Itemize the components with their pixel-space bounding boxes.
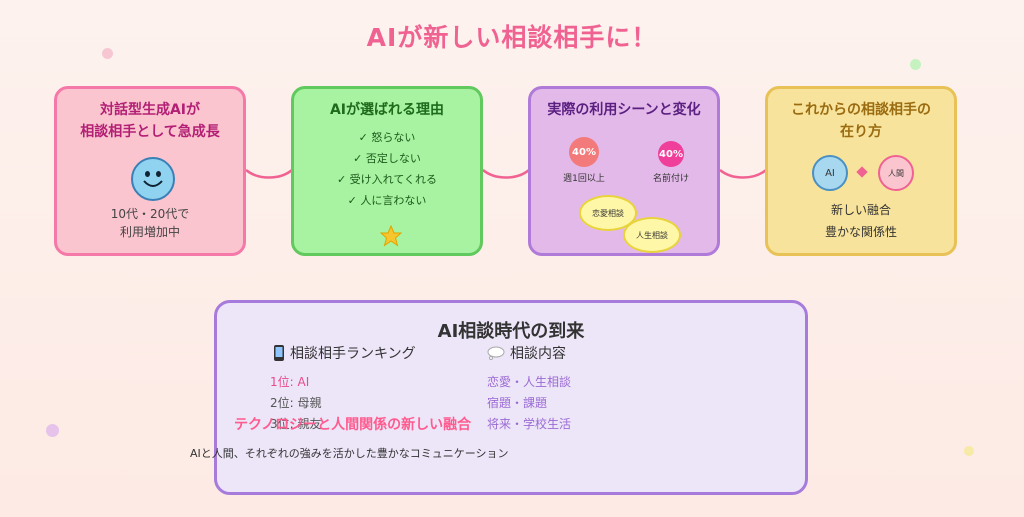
card-future-consultant: これからの相談相手の 在り方 AI 人間 新しい融合 豊かな関係性 [765,86,957,256]
fusion-subtext: AIと人間、それぞれの強みを活かした豊かなコミュニケーション [190,447,509,460]
thought-bubble-icon [487,346,505,360]
content-item: 将来・学校生活 [487,417,572,431]
ai-consultation-era-panel: AI相談時代の到来 相談相手ランキング 1位: AI 2位: 母親 3位: 親友… [214,300,808,495]
ranking-heading: 相談相手ランキング [273,343,416,363]
smartphone-icon [274,345,284,361]
fusion-headline: テクノロジーと人間関係の新しい融合 [234,417,472,433]
card-subtext: 10代・20代で 利用増加中 [110,207,190,239]
decorative-dot [910,59,921,70]
card-title: これからの相談相手の 在り方 [791,102,931,140]
card-title: AIが選ばれる理由 [329,102,445,118]
list-item: ✓ 否定しない [353,152,421,165]
card-title: 実際の利用シーンと変化 [547,102,701,118]
connector-line [719,168,767,179]
card-usage-scenes: 実際の利用シーンと変化 40% 週1回以上 40% 名前付け 恋愛相談 人生相談 [528,86,720,256]
decorative-dot [46,424,59,437]
content-item: 恋愛・人生相談 [487,375,572,389]
connector-line [245,168,293,179]
list-item: ✓ 受け入れてくれる [336,173,438,186]
card-generative-ai-growth: 対話型生成AIが 相談相手として急成長 10代・20代で 利用増加中 [54,86,246,256]
stat-label: 週1回以上 [563,174,605,184]
card-subtext: 新しい融合 豊かな関係性 [824,203,897,239]
content-item: 宿題・課題 [487,396,548,410]
card-reasons: AIが選ばれる理由 ✓ 怒らない ✓ 否定しない ✓ 受け入れてくれる ✓ 人に… [291,86,483,256]
star-icon [380,225,402,247]
ranking-item: 3位: 親友 [270,417,322,431]
reasons-list: ✓ 怒らない ✓ 否定しない ✓ 受け入れてくれる ✓ 人に言わない [294,127,480,211]
content-heading: 相談内容 [487,343,566,363]
smiley-face-icon [131,157,175,201]
list-item: ✓ 人に言わない [347,194,427,207]
diamond-icon [856,166,868,178]
stat-badge: 40% [569,137,599,167]
ai-circle: AI [812,155,848,191]
ranking-item: 2位: 母親 [270,396,322,410]
ranking-item: 1位: AI [270,375,310,389]
connector-line [482,168,530,179]
stat-badge: 40% [658,141,684,167]
stat-label: 名前付け [652,174,689,184]
card-title: 対話型生成AIが 相談相手として急成長 [80,102,220,140]
topic-bubble: 恋愛相談 [579,195,637,231]
panel-title: AI相談時代の到来 [437,321,585,342]
page-title: AIが新しい相談相手に！ [366,23,658,52]
list-item: ✓ 怒らない [358,131,416,144]
human-circle: 人間 [878,155,914,191]
decorative-dot [964,446,974,456]
topic-bubble: 人生相談 [623,217,681,253]
decorative-dot [102,48,113,59]
